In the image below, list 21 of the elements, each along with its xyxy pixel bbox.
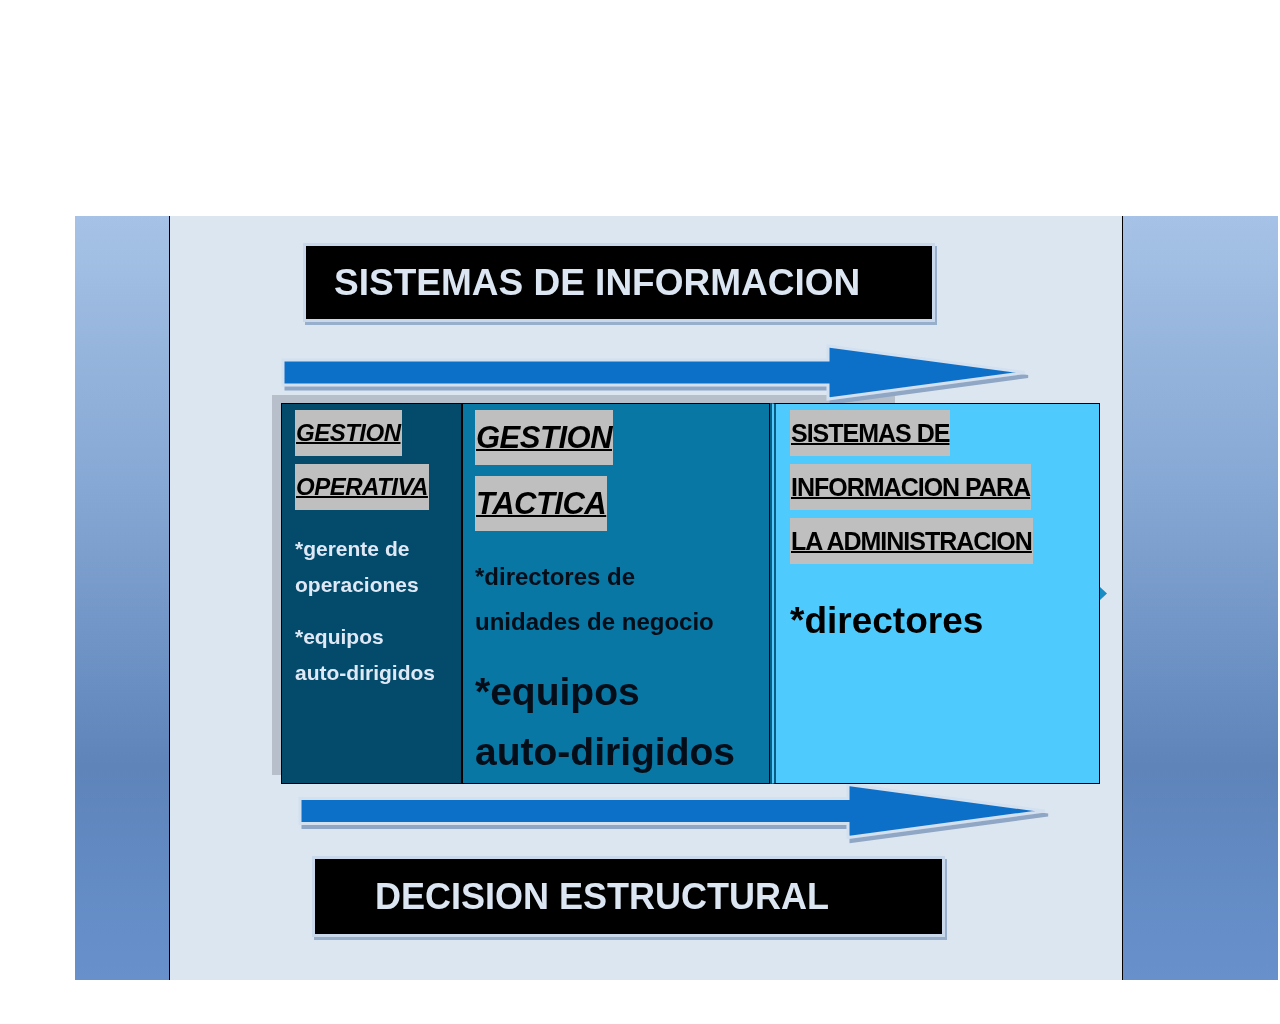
heading-text: GESTION xyxy=(475,410,613,465)
heading-text: INFORMACION PARA xyxy=(790,464,1032,510)
title-banner xyxy=(303,243,935,322)
column-box xyxy=(281,403,462,784)
heading-text: OPERATIVA xyxy=(295,464,429,510)
heading-text: SISTEMAS DE xyxy=(790,410,951,456)
bullet-text: *directores xyxy=(790,599,984,643)
title-banner xyxy=(312,856,945,937)
column-box xyxy=(770,403,1100,784)
heading-text: LA ADMINISTRACION xyxy=(790,518,1033,564)
heading-text: TACTICA xyxy=(475,476,608,531)
bullet-text: *equipos auto-dirigidos xyxy=(475,669,736,775)
heading-text: GESTION xyxy=(295,410,402,456)
bullet-text: *equipos auto-dirigidos xyxy=(295,624,436,686)
banner-text: DECISION ESTRUCTURAL xyxy=(375,875,829,918)
block-arrow xyxy=(281,344,1027,401)
column-box xyxy=(462,403,770,784)
block-arrow xyxy=(298,782,1047,840)
bullet-text: *gerente de operaciones xyxy=(295,536,420,598)
bullet-text: *directores de unidades de negocio xyxy=(475,562,715,637)
banner-text: SISTEMAS DE INFORMACION xyxy=(334,261,861,304)
